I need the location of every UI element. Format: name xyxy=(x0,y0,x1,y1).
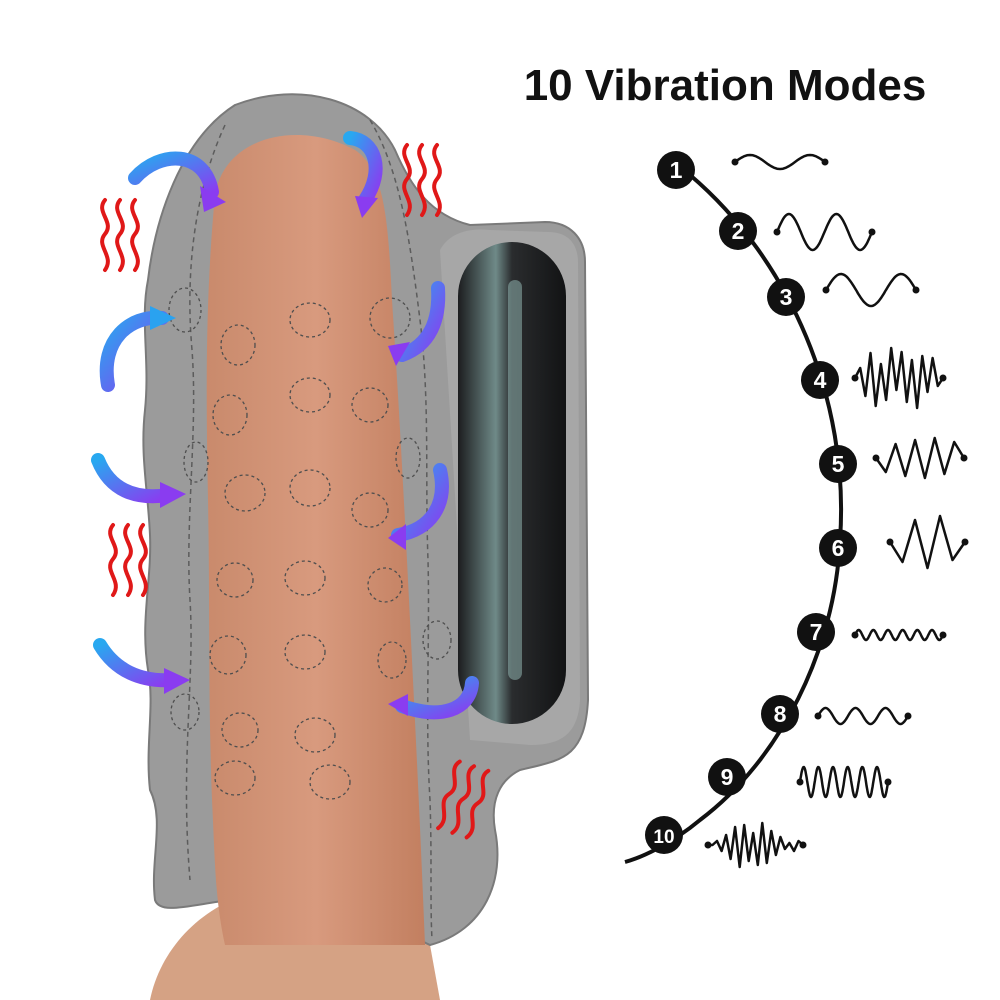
waveform-icon xyxy=(816,706,910,726)
mode-number: 9 xyxy=(721,764,734,790)
waveform-end-dot xyxy=(904,712,912,720)
waveform-icon xyxy=(734,153,826,171)
mode-badge xyxy=(819,445,857,483)
mode-badge xyxy=(645,816,683,854)
waveform-start-dot xyxy=(851,631,859,639)
arrow-head-icon xyxy=(388,342,410,366)
motion-arrows xyxy=(91,131,479,720)
waveform-icon xyxy=(708,821,804,869)
stitch-line-right xyxy=(369,119,433,941)
waveform-end-dot xyxy=(821,158,829,166)
arrow-head-icon xyxy=(150,306,176,330)
waveform-end-dot xyxy=(961,538,969,546)
mode-item-8: 8 xyxy=(761,695,912,733)
mode-badge xyxy=(767,278,805,316)
mode-item-7: 7 xyxy=(797,613,947,651)
finger xyxy=(206,135,425,945)
page-title: 10 Vibration Modes xyxy=(524,61,927,110)
mode-number: 10 xyxy=(653,827,674,848)
mode-item-9: 9 xyxy=(708,758,892,799)
arrow-icon xyxy=(395,676,479,720)
waveform-end-dot xyxy=(799,841,807,849)
mode-badge xyxy=(819,529,857,567)
mode-badge xyxy=(761,695,799,733)
arrow-head-icon xyxy=(164,668,190,694)
heat-icon xyxy=(436,759,491,840)
waveform-icon xyxy=(853,628,945,642)
arrow-icon xyxy=(343,131,383,207)
arrow-heads xyxy=(150,186,410,716)
mode-curve xyxy=(624,173,843,864)
waveform-icon xyxy=(874,436,966,480)
arrow-icon xyxy=(91,453,175,504)
mode-number: 8 xyxy=(774,701,787,727)
mode-number: 5 xyxy=(832,451,845,477)
mode-number: 7 xyxy=(810,619,823,645)
texture-dots xyxy=(168,287,452,800)
waveform-end-dot xyxy=(939,374,947,382)
arrow-head-icon xyxy=(388,524,406,550)
mode-item-5: 5 xyxy=(819,436,968,483)
waveform-end-dot xyxy=(868,228,876,236)
mode-badge xyxy=(797,613,835,651)
mode-badge xyxy=(708,758,746,796)
arrow-head-icon xyxy=(355,196,378,218)
mode-item-1: 1 xyxy=(657,151,829,189)
waveform-start-dot xyxy=(773,228,781,236)
heat-icon xyxy=(402,143,442,217)
mode-number: 1 xyxy=(670,157,683,183)
arrow-icon xyxy=(128,151,219,199)
waveform-start-dot xyxy=(704,841,712,849)
waveform-icon xyxy=(775,212,874,252)
waveform-start-dot xyxy=(872,454,880,462)
arrow-head-icon xyxy=(200,186,226,212)
heat-icon xyxy=(108,523,148,597)
mode-number: 3 xyxy=(780,284,793,310)
mode-item-10: 10 xyxy=(645,816,807,869)
waveform-start-dot xyxy=(851,374,859,382)
mode-item-4: 4 xyxy=(801,346,947,410)
stitch-line-left xyxy=(185,124,226,881)
waveform-icon xyxy=(798,765,890,799)
arrow-head-icon xyxy=(160,482,186,508)
heat-icon xyxy=(100,198,140,272)
waveform-start-dot xyxy=(822,286,830,294)
waveform-start-dot xyxy=(814,712,822,720)
mode-number: 4 xyxy=(814,367,827,393)
mode-item-2: 2 xyxy=(719,212,876,252)
arrow-icon xyxy=(391,463,449,542)
mode-item-3: 3 xyxy=(767,272,920,316)
waveform-icon xyxy=(888,514,967,570)
mode-number: 6 xyxy=(832,535,845,561)
arrow-head-icon xyxy=(388,694,408,716)
arrow-icon xyxy=(93,638,179,688)
mode-badge xyxy=(657,151,695,189)
arrow-icon xyxy=(395,281,446,362)
waveform-icon xyxy=(824,272,918,308)
waveform-end-dot xyxy=(912,286,920,294)
waveform-icon xyxy=(853,346,945,410)
heat-lines xyxy=(100,143,491,840)
mode-item-6: 6 xyxy=(819,514,969,570)
mode-badge xyxy=(719,212,757,250)
waveform-start-dot xyxy=(731,158,739,166)
bullet-highlight xyxy=(508,280,522,680)
mode-badge xyxy=(801,361,839,399)
waveform-end-dot xyxy=(884,778,892,786)
waveform-start-dot xyxy=(796,778,804,786)
waveform-start-dot xyxy=(886,538,894,546)
mode-number: 2 xyxy=(732,218,745,244)
waveform-end-dot xyxy=(960,454,968,462)
waveform-end-dot xyxy=(939,631,947,639)
modes-list: 1 2 3 4 5 6 7 8 9 10 xyxy=(645,151,969,869)
